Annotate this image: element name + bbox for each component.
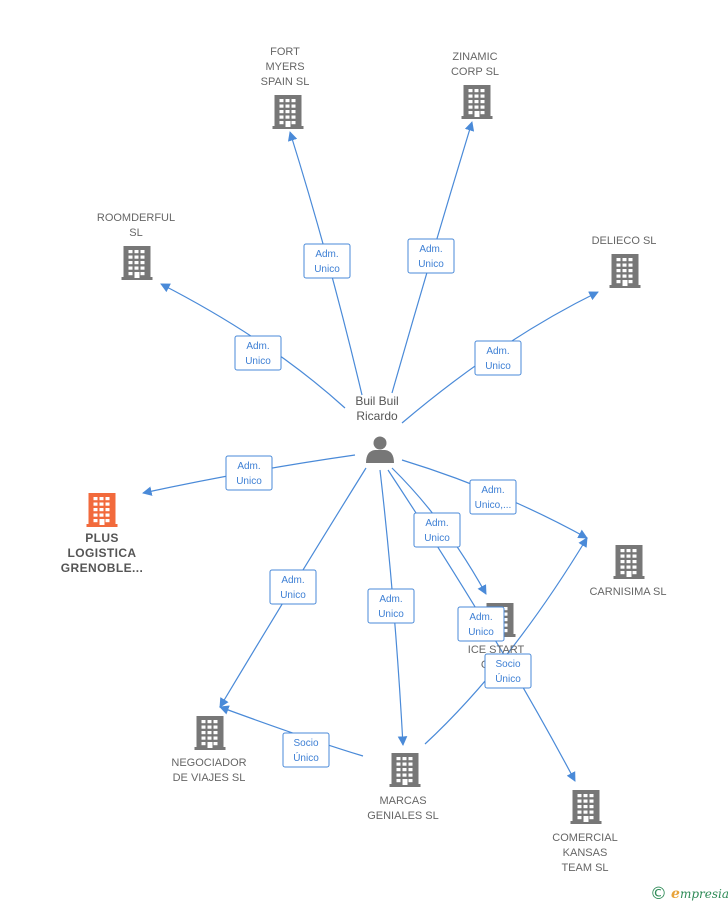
company-label-line: ROOMDERFUL [97,212,175,224]
edge-label-box [484,653,532,689]
edge-label[interactable]: Adm. Unico [269,569,317,605]
brand-name: mpresia [680,887,728,901]
edge-label-box [407,238,455,274]
edge-label[interactable]: Adm. Unico [303,243,351,279]
company-label-line: GENIALES SL [367,810,439,822]
person-icon [366,436,394,463]
edge-label[interactable]: Adm. Unico [367,588,415,624]
company-node-marcas[interactable]: MARCAS GENIALES SL [367,753,439,822]
edge-marcas-to-carnisima [424,537,588,745]
building-icon [613,545,645,579]
edge-label-text: Adm. [379,594,402,605]
edge-label-text: Único [495,672,521,685]
edge-label[interactable]: Adm. Unico [234,335,282,371]
edge-label-text: Adm. [315,249,338,260]
edge-label-box [234,335,282,371]
edge-label-box [225,455,273,491]
building-icon [461,85,493,119]
edge-label-text: Unico [468,627,494,638]
edge-label-text: Unico [314,264,340,275]
company-node-comercial[interactable]: COMERCIAL KANSAS TEAM SL [552,790,618,874]
building-icon [272,95,304,129]
company-label-line: ICE START [468,644,525,656]
company-label-line: MARCAS [379,795,426,807]
company-label-line: NEGOCIADOR [171,757,246,769]
edge-label-text: Adm. [425,518,448,529]
person-name-line: Ricardo [356,409,398,423]
edge-label-box [282,732,330,768]
building-icon [609,254,641,288]
edge-label-text: Unico [424,533,450,544]
company-label-line: MYERS [265,61,304,73]
company-node-plus-logistica[interactable]: PLUSLOGISTICAGRENOBLE... [61,493,143,575]
edge-label-text: Unico [280,590,306,601]
edge-label[interactable]: Adm. Unico,... [469,479,517,515]
company-label-line: CARNISIMA SL [589,586,666,598]
edge-label-text: Adm. [419,244,442,255]
edge-label-text: Adm. [481,485,504,496]
edge-label-text: Unico,... [475,500,512,511]
company-label-line: ZINAMIC [452,51,497,63]
building-icon [570,790,602,824]
edge-label-box [303,243,351,279]
edge-label-box [474,340,522,376]
edge-label-text: Adm. [469,612,492,623]
building-icon [86,493,118,527]
edge-label-text: Adm. [486,346,509,357]
company-node-delieco[interactable]: DELIECO SL [592,235,657,288]
edge-label-text: Unico [485,361,511,372]
edge-label-text: Único [293,751,319,764]
company-label-line: DE VIAJES SL [173,772,246,784]
empresia-watermark: © e mpresia [650,884,728,904]
edge-label-text: Unico [245,356,271,367]
edge-label-text: Unico [378,609,404,620]
company-label-line: SPAIN SL [261,76,310,88]
edge-label-text: Adm. [237,461,260,472]
edge-label-text: Socio [293,738,318,749]
company-label-line: DELIECO SL [592,235,657,247]
edge-label-box [457,606,505,642]
company-label-line: PLUS [85,531,119,545]
edge-labels-layer: Adm.UnicoAdm.UnicoAdm.UnicoAdm.UnicoAdm.… [225,238,532,768]
edge-label-text: Adm. [246,341,269,352]
company-label-line: KANSAS [563,847,608,859]
company-node-carnisima[interactable]: CARNISIMA SL [589,545,667,598]
company-node-fort-myers[interactable]: FORT MYERS SPAIN SL [261,46,310,129]
edge-label-box [469,479,517,515]
company-label-line: SL [129,227,142,239]
edge-label[interactable]: Adm. Unico [474,340,522,376]
edge-label-text: Unico [418,259,444,270]
company-label-line: TEAM SL [561,862,608,874]
company-node-zinamic[interactable]: ZINAMIC CORP SL [451,51,499,119]
building-icon [194,716,226,750]
edge-label[interactable]: Adm. Unico [225,455,273,491]
person-name-line: Buil Buil [355,394,398,408]
brand-initial: e [671,886,680,902]
edge-label-text: Socio [495,659,520,670]
company-label-line: CORP SL [451,66,499,78]
edge-label-text: Adm. [281,575,304,586]
building-icon [121,246,153,280]
edge-label-box [269,569,317,605]
edge-label-box [413,512,461,548]
edge-label[interactable]: Adm. Unico [407,238,455,274]
edge-label[interactable]: Adm. Unico [457,606,505,642]
edge-label-text: Unico [236,476,262,487]
copyright-symbol: © [650,884,667,904]
company-label-line: COMERCIAL [552,832,617,844]
edge-label[interactable]: Adm. Unico [413,512,461,548]
company-node-negociador[interactable]: NEGOCIADOR DE VIAJES SL [171,716,247,784]
company-label-line: LOGISTICA [68,546,137,560]
company-label-line: FORT [270,46,300,58]
edge-label-box [367,588,415,624]
company-label-line: GRENOBLE... [61,561,143,575]
company-node-roomderful[interactable]: ROOMDERFUL SL [97,212,175,280]
building-icon [389,753,421,787]
